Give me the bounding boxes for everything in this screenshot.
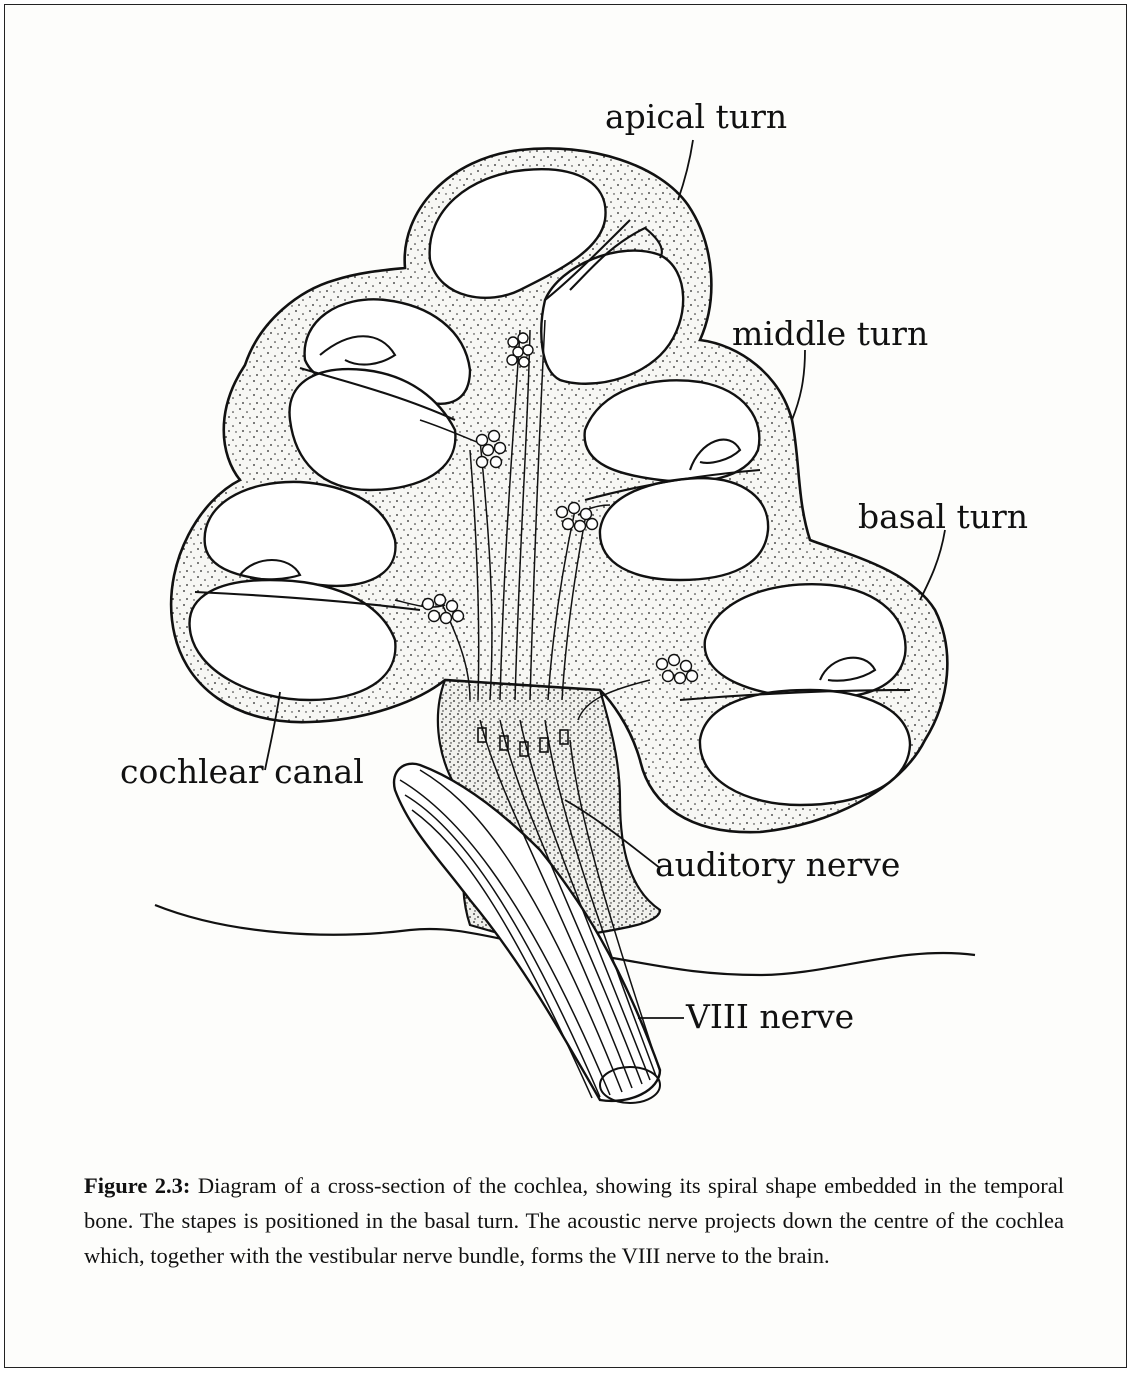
cochlear-canal-label: cochlear canal xyxy=(120,752,364,791)
viii-nerve-label: VIII nerve xyxy=(685,997,854,1036)
basal-turn-label: basal turn xyxy=(858,497,1028,536)
apical-turn-label: apical turn xyxy=(605,97,787,136)
auditory-nerve-label: auditory nerve xyxy=(655,845,900,884)
figure-caption: Figure 2.3: Diagram of a cross-section o… xyxy=(84,1168,1064,1273)
middle-turn-left-ducts xyxy=(290,299,470,490)
caption-text: Diagram of a cross-section of the cochle… xyxy=(84,1173,1064,1268)
apical-turn-leader xyxy=(678,140,693,200)
middle-turn-label: middle turn xyxy=(732,314,928,353)
middle-turn-leader xyxy=(792,350,805,420)
basal-turn-leader xyxy=(920,530,945,600)
figure-number: Figure 2.3: xyxy=(84,1173,190,1198)
